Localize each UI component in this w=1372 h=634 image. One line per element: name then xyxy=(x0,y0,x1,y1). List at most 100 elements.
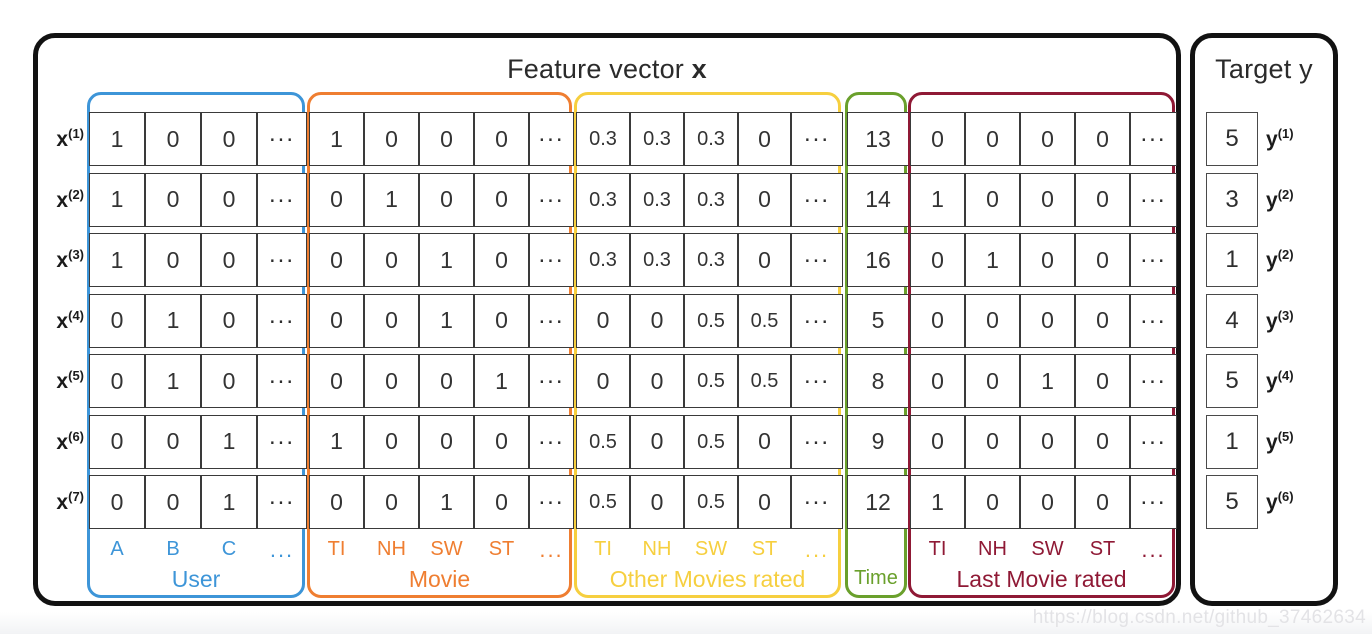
cell-movie-r2-c2: 1 xyxy=(364,172,419,227)
target-cell-r3: 1 xyxy=(1206,233,1258,287)
target-label-superscript: (5) xyxy=(1277,428,1294,444)
cell-last-movie-rated-r4-c2: 0 xyxy=(965,293,1020,348)
cell-other-movies-rated-r4-c3: 0.5 xyxy=(684,293,738,348)
cell-movie-r4-c4: 0 xyxy=(474,293,529,348)
cell-other-movies-rated-r2-c2: 0.3 xyxy=(630,172,684,227)
cell-other-movies-rated-r2-c5: ... xyxy=(791,172,843,227)
target-label-superscript: (1) xyxy=(1277,126,1294,141)
cell-last-movie-rated-r4-c5: ... xyxy=(1130,293,1177,348)
cell-movie-r5-c1: 0 xyxy=(309,354,364,408)
target-cell-r6: 1 xyxy=(1206,414,1258,469)
col-code-other-movies-rated-3: SW xyxy=(694,537,728,560)
target-label-base: y xyxy=(1266,430,1278,454)
group-name-time: Time xyxy=(854,566,898,589)
col-code-user-2: B xyxy=(166,537,180,560)
cell-user-r3-c2: 0 xyxy=(145,233,201,287)
cell-other-movies-rated-r7-c3: 0.5 xyxy=(684,475,738,529)
cell-user-r5-c4: ... xyxy=(257,354,307,408)
row-label-superscript: (6) xyxy=(68,428,84,444)
target-cell-r2: 3 xyxy=(1206,172,1258,227)
cell-user-r7-c4: ... xyxy=(257,475,307,529)
col-code-last-movie-rated-4: ST xyxy=(1089,537,1116,560)
row-label-base: x xyxy=(56,370,69,393)
cell-last-movie-rated-r7-c5: ... xyxy=(1130,475,1177,529)
cell-movie-r2-c5: ... xyxy=(529,172,574,227)
row-label-superscript: (7) xyxy=(68,489,84,504)
feature-vector-title-text: Feature vector xyxy=(507,54,692,84)
cell-last-movie-rated-r1-c5: ... xyxy=(1130,112,1177,166)
cell-movie-r7-c5: ... xyxy=(529,475,574,529)
cell-movie-r7-c3: 1 xyxy=(419,475,474,529)
cell-last-movie-rated-r6-c5: ... xyxy=(1130,414,1177,469)
row-label-base: x xyxy=(56,188,69,212)
cell-last-movie-rated-r7-c4: 0 xyxy=(1075,475,1130,529)
cell-other-movies-rated-r7-c2: 0 xyxy=(630,475,684,529)
cell-other-movies-rated-r6-c5: ... xyxy=(791,414,843,469)
cell-other-movies-rated-r7-c5: ... xyxy=(791,475,843,529)
cell-other-movies-rated-r7-c4: 0 xyxy=(738,475,791,529)
col-code-other-movies-rated-4: ST xyxy=(751,537,778,560)
cell-user-r3-c4: ... xyxy=(257,233,307,287)
cell-user-r5-c1: 0 xyxy=(89,354,145,408)
cell-movie-r4-c2: 0 xyxy=(364,293,419,348)
cell-user-r6-c4: ... xyxy=(257,414,307,469)
col-code-user-4: ... xyxy=(269,536,295,562)
row-label-x3: x(3) xyxy=(40,247,84,273)
cell-user-r1-c1: 1 xyxy=(89,112,145,166)
bottom-shade xyxy=(0,612,1372,634)
cell-other-movies-rated-r4-c5: ... xyxy=(791,293,843,348)
cell-other-movies-rated-r4-c1: 0 xyxy=(576,293,630,348)
cell-last-movie-rated-r5-c4: 0 xyxy=(1075,354,1130,408)
col-code-last-movie-rated-3: SW xyxy=(1031,537,1064,560)
target-label-r7: y(6) xyxy=(1266,489,1294,515)
cell-movie-r6-c1: 1 xyxy=(309,414,364,469)
cell-other-movies-rated-r1-c3: 0.3 xyxy=(684,112,738,166)
cell-movie-r7-c2: 0 xyxy=(364,475,419,529)
cell-other-movies-rated-r5-c3: 0.5 xyxy=(684,354,738,408)
target-label-superscript: (3) xyxy=(1277,307,1294,323)
col-code-user-1: A xyxy=(110,537,124,560)
cell-last-movie-rated-r1-c1: 0 xyxy=(910,112,965,166)
group-name-user: User xyxy=(171,565,221,592)
cell-other-movies-rated-r3-c5: ... xyxy=(791,233,843,287)
col-code-movie-4: ST xyxy=(488,537,515,560)
cell-movie-r6-c4: 0 xyxy=(474,414,529,469)
col-code-last-movie-rated-5: ... xyxy=(1141,536,1166,562)
cell-user-r6-c2: 0 xyxy=(145,414,201,469)
cell-other-movies-rated-r4-c2: 0 xyxy=(630,293,684,348)
cell-movie-r1-c5: ... xyxy=(529,112,574,166)
cell-other-movies-rated-r5-c1: 0 xyxy=(576,354,630,408)
cell-user-r2-c4: ... xyxy=(257,172,307,227)
target-label-r1: y(1) xyxy=(1266,126,1294,152)
target-label-base: y xyxy=(1266,188,1278,212)
cell-movie-r4-c3: 1 xyxy=(419,293,474,348)
cell-movie-r1-c2: 0 xyxy=(364,112,419,166)
cell-other-movies-rated-r3-c3: 0.3 xyxy=(684,233,738,287)
col-code-movie-1: TI xyxy=(327,537,346,560)
target-label-r2: y(2) xyxy=(1266,187,1294,213)
cell-user-r3-c3: 0 xyxy=(201,233,257,287)
col-code-last-movie-rated-1: TI xyxy=(928,537,947,560)
cell-user-r2-c1: 1 xyxy=(89,172,145,227)
cell-last-movie-rated-r4-c4: 0 xyxy=(1075,293,1130,348)
cell-user-r2-c2: 0 xyxy=(145,172,201,227)
cell-movie-r3-c3: 1 xyxy=(419,233,474,287)
cell-other-movies-rated-r7-c1: 0.5 xyxy=(576,475,630,529)
row-label-x1: x(1) xyxy=(40,126,84,152)
cell-last-movie-rated-r5-c5: ... xyxy=(1130,354,1177,408)
cell-user-r5-c2: 1 xyxy=(145,354,201,408)
cell-user-r4-c4: ... xyxy=(257,293,307,348)
row-label-x2: x(2) xyxy=(40,187,84,213)
target-cell-r7: 5 xyxy=(1206,475,1258,529)
target-label-r3: y(2) xyxy=(1266,247,1294,273)
cell-user-r3-c1: 1 xyxy=(89,233,145,287)
cell-last-movie-rated-r7-c3: 0 xyxy=(1020,475,1075,529)
col-code-movie-3: SW xyxy=(430,537,463,560)
target-label-r5: y(4) xyxy=(1266,368,1294,394)
cell-other-movies-rated-r3-c4: 0 xyxy=(738,233,791,287)
cell-other-movies-rated-r6-c4: 0 xyxy=(738,414,791,469)
group-name-other-movies-rated: Other Movies rated xyxy=(609,565,806,592)
cell-user-r2-c3: 0 xyxy=(201,172,257,227)
cell-user-r4-c2: 1 xyxy=(145,293,201,348)
